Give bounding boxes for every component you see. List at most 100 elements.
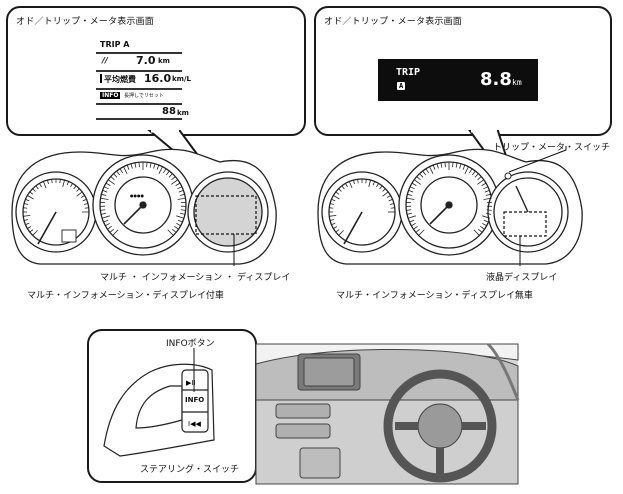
gauge-tick bbox=[51, 179, 53, 184]
gauge-tick bbox=[23, 207, 28, 209]
prev-track-icon: I◀◀ bbox=[188, 420, 201, 428]
gauge-tick bbox=[473, 229, 480, 236]
divider bbox=[96, 88, 182, 90]
gauge-tick bbox=[177, 219, 183, 223]
trip-distance-value: 7.0 bbox=[136, 54, 156, 67]
gauge-tick bbox=[409, 219, 415, 223]
gauge-tick bbox=[335, 191, 340, 195]
gauge-tick bbox=[126, 164, 130, 170]
gauge-tick bbox=[29, 229, 34, 233]
gauge-tick bbox=[176, 215, 185, 219]
gauge-tick bbox=[382, 188, 386, 192]
left-gauge-ticks bbox=[23, 179, 89, 236]
divider bbox=[96, 70, 182, 72]
gauge-tick bbox=[149, 162, 152, 168]
right-center-gauge-ticks bbox=[406, 162, 492, 236]
gauge-tick bbox=[338, 188, 342, 192]
gauge-tick bbox=[47, 180, 49, 185]
gauge-tick bbox=[158, 166, 163, 174]
lcd-dashed-box bbox=[503, 211, 547, 237]
gauge-tick bbox=[62, 180, 65, 187]
gauge-tick bbox=[329, 207, 334, 209]
info-button-label: INFOボタン bbox=[166, 339, 215, 349]
gauge-tick bbox=[110, 176, 115, 181]
gauge-tick bbox=[335, 229, 340, 233]
gauge-tick bbox=[455, 162, 458, 168]
gauge-tick bbox=[175, 182, 181, 187]
gauge-tick bbox=[357, 179, 359, 184]
gauge-tick bbox=[24, 203, 29, 205]
gauge-tick bbox=[440, 162, 443, 168]
gauge-tick bbox=[415, 228, 420, 233]
gauge-tick bbox=[481, 182, 487, 187]
gauge-tick bbox=[80, 195, 85, 198]
lcd-value: 8.8 bbox=[480, 69, 512, 90]
gauge-tick bbox=[418, 229, 425, 236]
gauge-tick bbox=[156, 164, 160, 170]
gauge-tick bbox=[171, 179, 179, 185]
left-display-screen: TRIP A // 7.0 km 平均燃費 16.0 km/L INFO 長押し… bbox=[96, 38, 196, 122]
fuel-label: 平均燃費 bbox=[104, 75, 136, 84]
play-pause-icon: ▶II bbox=[186, 379, 196, 387]
info-text: 長押しでリセット bbox=[124, 93, 164, 99]
trip-label: TRIP A bbox=[100, 40, 130, 49]
gauge-tick bbox=[27, 195, 34, 200]
center-gauge-ticks bbox=[100, 162, 186, 236]
gauge-tick bbox=[411, 182, 417, 187]
gauge-tick bbox=[179, 212, 186, 215]
fuel-unit: km/L bbox=[172, 75, 191, 83]
trip-switch-label: トリップ・メータ・スイッチ bbox=[493, 143, 611, 153]
gauge-tick bbox=[32, 188, 36, 192]
gauge-tick bbox=[134, 162, 137, 168]
gauge-tick bbox=[174, 226, 179, 230]
gauge-tick bbox=[436, 163, 439, 169]
gauge-tick bbox=[416, 176, 421, 181]
gauge-tick bbox=[408, 190, 414, 193]
gauge-tick bbox=[107, 179, 115, 185]
gauge-tick bbox=[382, 191, 389, 197]
gauge-tick bbox=[388, 199, 393, 202]
info-badge: INFO bbox=[100, 92, 121, 99]
gauge-tick bbox=[486, 209, 492, 211]
gauge-tick bbox=[407, 193, 413, 196]
gauge-tick bbox=[73, 185, 77, 190]
dashboard-photo bbox=[255, 342, 520, 485]
range-value: 88 bbox=[162, 106, 176, 117]
right-lcd-screen: TRIP A 8.8 km bbox=[378, 59, 538, 101]
gauge-tick bbox=[101, 193, 107, 196]
gauge-tick bbox=[100, 209, 106, 211]
gauge-tick bbox=[119, 168, 123, 174]
trip-distance-icon: // bbox=[102, 56, 108, 65]
gauge-tick bbox=[109, 228, 114, 233]
gauge-tick bbox=[483, 197, 492, 200]
gauge-tick bbox=[338, 230, 344, 236]
gauge-tick bbox=[485, 212, 492, 215]
gauge-tick bbox=[432, 164, 436, 170]
gauge-tick bbox=[172, 228, 177, 233]
mid-display-label: マルチ ・ インフォメーション ・ ディスプレイ bbox=[100, 273, 291, 283]
gauge-tick bbox=[330, 219, 335, 221]
gauge-tick bbox=[365, 179, 367, 184]
gauge-tick bbox=[167, 229, 174, 236]
left-display-header: オド／トリップ・メータ表示画面 bbox=[16, 17, 155, 27]
gauge-tick bbox=[411, 222, 416, 227]
steering-switch-label: ステアリング・スイッチ bbox=[140, 465, 240, 475]
gauge-tick bbox=[107, 226, 112, 230]
gauge-tick bbox=[165, 170, 170, 176]
speedometer-logo: ●●●● bbox=[130, 193, 144, 198]
gauge-tick bbox=[482, 222, 487, 227]
gauge-tick bbox=[70, 183, 73, 188]
info-key-label: INFO bbox=[185, 396, 205, 404]
lcd-display-label: 液晶ディスプレイ bbox=[486, 273, 558, 283]
gauge-tick bbox=[176, 222, 181, 227]
gauge-tick bbox=[406, 197, 415, 200]
right-left-gauge-ticks bbox=[329, 179, 395, 236]
gauge-tick bbox=[425, 168, 429, 174]
gauge-tick bbox=[123, 166, 128, 174]
lcd-trip-label: TRIP bbox=[396, 67, 421, 78]
gauge-tick bbox=[372, 181, 375, 186]
gauge-tick bbox=[368, 180, 371, 187]
gauge-tick bbox=[484, 190, 490, 193]
gauge-tick bbox=[130, 163, 133, 169]
gauge-tick bbox=[178, 190, 184, 193]
